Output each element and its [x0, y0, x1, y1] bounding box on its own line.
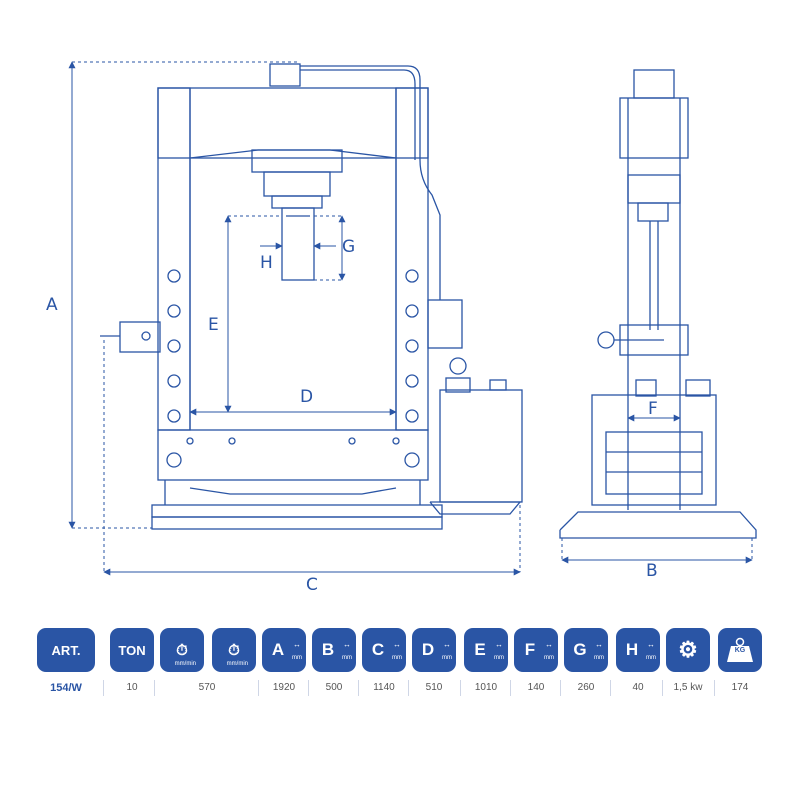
- dim-label-g: G: [342, 237, 355, 257]
- spec-art: ART. 154/W: [37, 628, 95, 694]
- spec-weight: KG 174: [718, 628, 762, 693]
- separator: [610, 680, 611, 696]
- separator: [714, 680, 715, 696]
- dim-label-d: D: [300, 387, 313, 407]
- b-value: 500: [325, 682, 343, 693]
- separator: [154, 680, 155, 696]
- h-badge: H↔mm: [616, 628, 660, 672]
- separator: [308, 680, 309, 696]
- separator: [662, 680, 663, 696]
- stopwatch-icon: ⏱: [228, 641, 240, 659]
- spec-speed-1: ⏱ mm/min 570: [160, 628, 215, 693]
- spec-f: F↔mm 140: [514, 628, 558, 693]
- g-badge: G↔mm: [564, 628, 608, 672]
- ton-value: 10: [126, 682, 138, 693]
- c-badge: C↔mm: [362, 628, 406, 672]
- spec-c: C↔mm 1140: [362, 628, 406, 693]
- dim-label-c: C: [306, 575, 318, 595]
- weight-icon: [727, 637, 753, 662]
- f-badge: F↔mm: [514, 628, 558, 672]
- separator: [103, 680, 104, 696]
- press-technical-drawing: A C B D E F G H: [46, 61, 757, 595]
- dim-label-b: B: [646, 561, 658, 581]
- front-view: [100, 63, 523, 530]
- separator: [460, 680, 461, 696]
- separator: [258, 680, 259, 696]
- art-value: 154/W: [50, 682, 82, 694]
- e-value: 1010: [474, 682, 498, 693]
- dim-label-f: F: [648, 399, 658, 419]
- spec-d: D↔mm 510: [412, 628, 456, 693]
- spec-table: ART. 154/W TON 10 ⏱ mm/min 570 ⏱ mm/min …: [0, 628, 800, 708]
- d-value: 510: [425, 682, 443, 693]
- a-value: 1920: [272, 682, 296, 693]
- power-value: 1,5 kw: [673, 682, 703, 693]
- e-badge: E↔mm: [464, 628, 508, 672]
- f-value: 140: [527, 682, 545, 693]
- art-badge: ART.: [37, 628, 95, 672]
- spec-e: E↔mm 1010: [464, 628, 508, 693]
- d-badge: D↔mm: [412, 628, 456, 672]
- spec-ton: TON 10: [110, 628, 154, 693]
- weight-value: 174: [731, 682, 749, 693]
- speed-badge-2: ⏱ mm/min: [212, 628, 256, 672]
- spec-speed-2: ⏱ mm/min: [212, 628, 256, 672]
- gears-icon: ⚙: [678, 637, 698, 662]
- h-value: 40: [632, 682, 644, 693]
- weight-badge: KG: [718, 628, 762, 672]
- c-value: 1140: [373, 682, 395, 693]
- b-badge: B↔mm: [312, 628, 356, 672]
- a-badge: A↔mm: [262, 628, 306, 672]
- stopwatch-icon: ⏱: [176, 641, 188, 659]
- dim-label-h: H: [260, 253, 273, 273]
- spec-a: A↔mm 1920: [262, 628, 306, 693]
- speed-badge: ⏱ mm/min: [160, 628, 204, 672]
- separator: [408, 680, 409, 696]
- dim-label-e: E: [208, 315, 219, 335]
- speed-value: 570: [198, 682, 216, 693]
- side-view: [559, 69, 757, 539]
- separator: [510, 680, 511, 696]
- spec-b: B↔mm 500: [312, 628, 356, 693]
- spec-power: ⚙ 1,5 kw: [666, 628, 710, 693]
- spec-h: H↔mm 40: [616, 628, 660, 693]
- spec-g: G↔mm 260: [564, 628, 608, 693]
- separator: [358, 680, 359, 696]
- power-badge: ⚙: [666, 628, 710, 672]
- dimension-lines: [68, 61, 753, 576]
- separator: [560, 680, 561, 696]
- g-value: 260: [577, 682, 595, 693]
- dim-label-a: A: [46, 295, 58, 315]
- ton-badge: TON: [110, 628, 154, 672]
- dimension-label-group: A C B D E F G H: [46, 237, 658, 595]
